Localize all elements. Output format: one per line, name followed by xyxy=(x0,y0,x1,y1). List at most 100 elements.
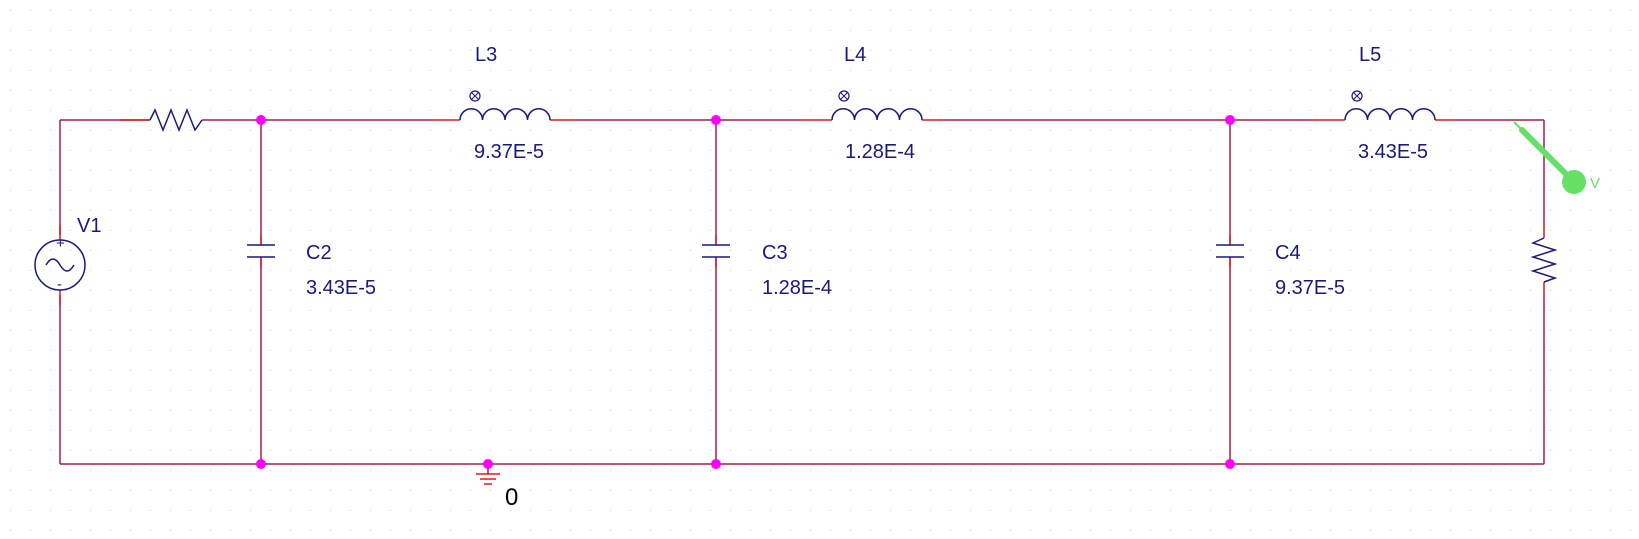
grid-dot xyxy=(910,470,911,471)
grid-dot xyxy=(470,90,471,91)
grid-dot xyxy=(750,230,751,231)
grid-dot xyxy=(690,70,691,71)
grid-dot xyxy=(1410,210,1411,211)
grid-dot xyxy=(770,390,771,391)
grid-dot xyxy=(250,10,251,11)
grid-dot xyxy=(450,130,451,131)
grid-dot xyxy=(1470,130,1471,131)
grid-dot xyxy=(190,110,191,111)
capacitor-c4-name: C4 xyxy=(1275,242,1301,264)
grid-dot xyxy=(670,90,671,91)
grid-dot xyxy=(130,290,131,291)
grid-dot xyxy=(1330,350,1331,351)
grid-dot xyxy=(1130,270,1131,271)
grid-dot xyxy=(910,110,911,111)
grid-dot xyxy=(70,310,71,311)
grid-dot xyxy=(790,470,791,471)
grid-dot xyxy=(1090,290,1091,291)
grid-dot xyxy=(1110,150,1111,151)
grid-dot xyxy=(850,350,851,351)
load-resistor[interactable] xyxy=(1530,225,1558,295)
grid-dot xyxy=(790,490,791,491)
grid-dot xyxy=(810,470,811,471)
grid-dot xyxy=(1210,530,1211,531)
grid-dot xyxy=(170,230,171,231)
grid-dot xyxy=(570,230,571,231)
grid-dot xyxy=(990,510,991,511)
grid-dot xyxy=(1630,130,1631,131)
grid-dot xyxy=(690,110,691,111)
grid-dot xyxy=(1450,530,1451,531)
ground-symbol[interactable]: 0 xyxy=(476,459,518,511)
grid-dot xyxy=(1550,390,1551,391)
grid-dot xyxy=(1530,50,1531,51)
grid-dot xyxy=(430,310,431,311)
capacitor-c2[interactable]: C2 3.43E-5 xyxy=(247,235,376,299)
grid-dot xyxy=(1390,430,1391,431)
grid-dot xyxy=(1090,470,1091,471)
grid-dot xyxy=(70,430,71,431)
grid-dot xyxy=(550,130,551,131)
grid-dot xyxy=(710,250,711,251)
voltage-source-v1[interactable]: + - V1 xyxy=(34,215,101,305)
grid-dot xyxy=(290,510,291,511)
grid-dot xyxy=(230,270,231,271)
capacitor-c4[interactable]: C4 9.37E-5 xyxy=(1216,235,1345,299)
source-resistor[interactable] xyxy=(120,107,203,133)
grid-dot xyxy=(130,30,131,31)
grid-dot xyxy=(1410,390,1411,391)
grid-dot xyxy=(30,310,31,311)
grid-dot xyxy=(410,330,411,331)
grid-dot xyxy=(370,530,371,531)
grid-dot xyxy=(570,370,571,371)
grid-dot xyxy=(130,70,131,71)
grid-dot xyxy=(150,210,151,211)
grid-dot xyxy=(1510,270,1511,271)
grid-dot xyxy=(310,90,311,91)
grid-dot xyxy=(570,150,571,151)
inductor-l5[interactable]: L5 3.43E-5 xyxy=(1310,44,1456,163)
grid-dot xyxy=(1470,430,1471,431)
grid-dot xyxy=(950,10,951,11)
grid-dot xyxy=(1390,310,1391,311)
grid-dot xyxy=(1430,170,1431,171)
grid-dot xyxy=(10,430,11,431)
grid-dot xyxy=(310,30,311,31)
grid-dot xyxy=(230,190,231,191)
grid-dot xyxy=(990,270,991,271)
grid-dot xyxy=(730,510,731,511)
grid-dot xyxy=(1610,370,1611,371)
grid-dot xyxy=(950,390,951,391)
grid-dot xyxy=(1610,450,1611,451)
grid-dot xyxy=(470,410,471,411)
inductor-l4[interactable]: L4 1.28E-4 xyxy=(800,44,946,163)
grid-dot xyxy=(630,270,631,271)
grid-dot xyxy=(910,530,911,531)
grid-dot xyxy=(1010,190,1011,191)
voltage-probe[interactable]: V xyxy=(1513,121,1600,194)
grid-dot xyxy=(1250,30,1251,31)
grid-dot xyxy=(1130,350,1131,351)
grid-dot xyxy=(1170,330,1171,331)
grid-dot xyxy=(870,150,871,151)
grid-dot xyxy=(1330,70,1331,71)
grid-dot xyxy=(310,210,311,211)
grid-dot xyxy=(450,270,451,271)
grid-dot xyxy=(830,250,831,251)
grid-dot xyxy=(990,450,991,451)
grid-dot xyxy=(1030,410,1031,411)
grid-dot xyxy=(410,150,411,151)
capacitor-c3[interactable]: C3 1.28E-4 xyxy=(702,235,832,299)
grid-dot xyxy=(1450,470,1451,471)
grid-dot xyxy=(650,170,651,171)
grid-dot xyxy=(1450,350,1451,351)
grid-dot xyxy=(270,510,271,511)
grid-dot xyxy=(590,390,591,391)
grid-dot xyxy=(1110,90,1111,91)
inductor-l3[interactable]: L3 9.37E-5 xyxy=(432,44,578,163)
grid-dot xyxy=(910,430,911,431)
grid-dot xyxy=(210,290,211,291)
grid-dot xyxy=(530,150,531,151)
grid-dot xyxy=(1150,30,1151,31)
